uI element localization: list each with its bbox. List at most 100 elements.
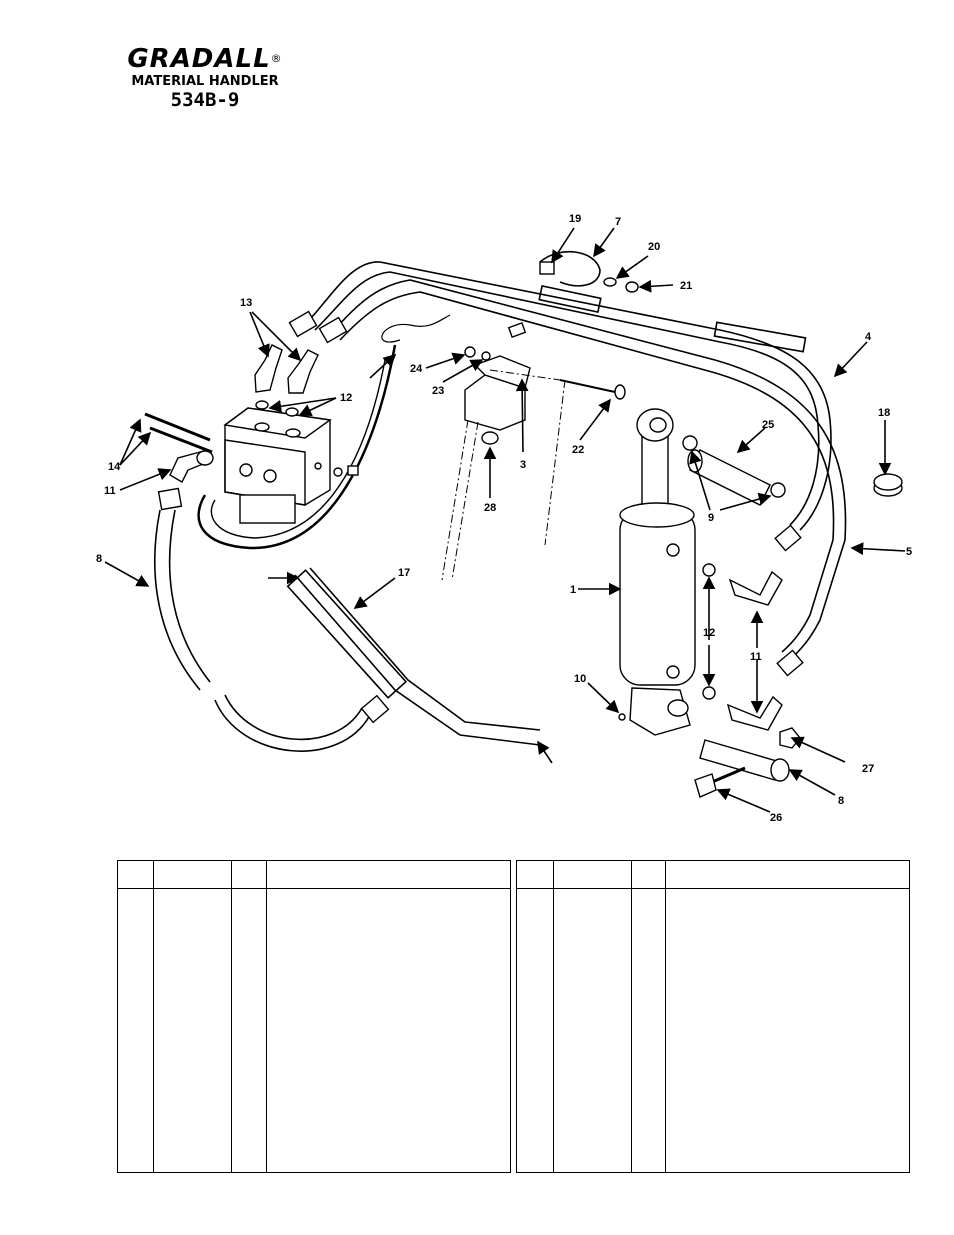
arrow-4	[833, 341, 868, 378]
label-24: 24	[410, 363, 423, 375]
fitting-a	[288, 310, 318, 338]
brand-block: GRADALL® MATERIAL HANDLER 534B-9	[100, 44, 310, 111]
arrow-9a	[689, 450, 711, 511]
valve-front	[224, 439, 306, 506]
elbow-11-bottom	[726, 695, 783, 731]
fitting-b	[318, 316, 348, 344]
hose-lines	[154, 250, 847, 752]
washer-20	[603, 277, 617, 287]
pin-8-end	[770, 758, 790, 782]
arrow-9b	[719, 492, 772, 511]
column-divider	[631, 861, 632, 1172]
exploded-parts-diagram: 19 7 20 21 13 12 24 23 3 22 28 4 18 25 9…	[96, 213, 912, 824]
oring-12c	[702, 563, 716, 577]
arrow-12b	[298, 397, 337, 417]
label-27: 27	[862, 763, 874, 775]
bolt-22-head	[614, 384, 626, 400]
oring-10	[618, 713, 626, 721]
brand-logo: GRADALL®	[127, 44, 283, 74]
hose-4-drop-b	[789, 424, 820, 526]
arrow-23	[442, 359, 484, 383]
base-hole	[667, 699, 689, 717]
label-19: 19	[569, 213, 581, 225]
arrow-7	[593, 227, 615, 258]
oring-12a	[255, 400, 269, 410]
label-12a: 12	[340, 392, 352, 404]
label-11a: 11	[104, 485, 116, 497]
hose-5-upper	[329, 279, 847, 661]
clamp-18-b	[873, 473, 903, 491]
label-11b: 11	[750, 651, 762, 663]
fitting-f	[360, 694, 390, 724]
valve-top	[223, 407, 332, 439]
hose-8-d	[224, 694, 363, 741]
clip-19	[539, 261, 555, 275]
clip-28	[481, 431, 499, 445]
centerline-c	[544, 379, 566, 546]
arrow-12a	[268, 397, 337, 413]
label-18: 18	[878, 407, 890, 419]
arrow-loop	[369, 353, 397, 379]
arrow-24	[425, 352, 466, 369]
table-header-rule	[517, 888, 909, 889]
model-number: 534B-9	[170, 89, 240, 111]
port-top-1	[254, 422, 270, 432]
centerline-d	[489, 369, 561, 381]
label-13: 13	[240, 297, 252, 309]
leader-arrows	[104, 227, 906, 813]
label-25: 25	[762, 419, 774, 431]
cap-11	[196, 450, 214, 466]
oring-12b	[285, 407, 299, 417]
fitting-g	[507, 322, 527, 338]
washer-23	[481, 351, 491, 361]
nut-a	[347, 465, 359, 476]
hose-4-drop	[799, 419, 832, 531]
arrow-25	[736, 427, 766, 454]
fitting-e	[157, 487, 183, 511]
label-28: 28	[484, 502, 496, 514]
washer-a	[314, 462, 322, 470]
arrow-8b	[788, 769, 836, 796]
label-1: 1	[570, 584, 576, 596]
cyl-port-top	[666, 543, 680, 557]
callout-labels: 19 7 20 21 13 12 24 23 3 22 28 4 18 25 9…	[96, 213, 912, 824]
label-4: 4	[865, 331, 872, 343]
hose-8-c	[214, 699, 371, 752]
label-8b: 8	[838, 795, 844, 807]
centerline-b	[451, 421, 479, 581]
column-divider	[553, 861, 554, 1172]
label-26: 26	[770, 812, 782, 824]
arrow-27	[790, 736, 846, 763]
label-10: 10	[574, 673, 586, 685]
valve-base	[239, 494, 296, 524]
elbow-13-left	[254, 344, 283, 393]
hose-5-lower	[339, 291, 835, 653]
hose-17-a	[294, 574, 541, 746]
hose-4-lower	[314, 271, 819, 426]
label-5: 5	[906, 546, 912, 558]
column-divider	[231, 861, 232, 1172]
bolt-14a	[144, 412, 211, 442]
washer-24	[464, 346, 476, 358]
arrow-14a	[119, 418, 142, 466]
rod-eye-hole	[649, 417, 667, 433]
bolt-26-head	[694, 773, 717, 798]
port-2	[263, 469, 277, 483]
cylinder-barrel	[619, 509, 696, 686]
fitting-c	[774, 524, 802, 552]
arrow-13a	[249, 311, 270, 358]
oring-12d	[702, 686, 716, 700]
label-20: 20	[648, 241, 660, 253]
arrow-21	[638, 279, 674, 293]
arrow-3	[515, 378, 529, 453]
bolt-14b	[149, 426, 213, 454]
sleeve-b	[713, 321, 807, 353]
brand-subtitle: MATERIAL HANDLER	[131, 74, 279, 89]
label-12b: 12	[703, 627, 715, 639]
port-1	[239, 463, 253, 477]
hose-8-a	[154, 509, 201, 691]
sleeve-a	[538, 284, 602, 314]
label-23: 23	[432, 385, 444, 397]
label-14: 14	[108, 461, 121, 473]
dash-lines	[441, 369, 566, 581]
